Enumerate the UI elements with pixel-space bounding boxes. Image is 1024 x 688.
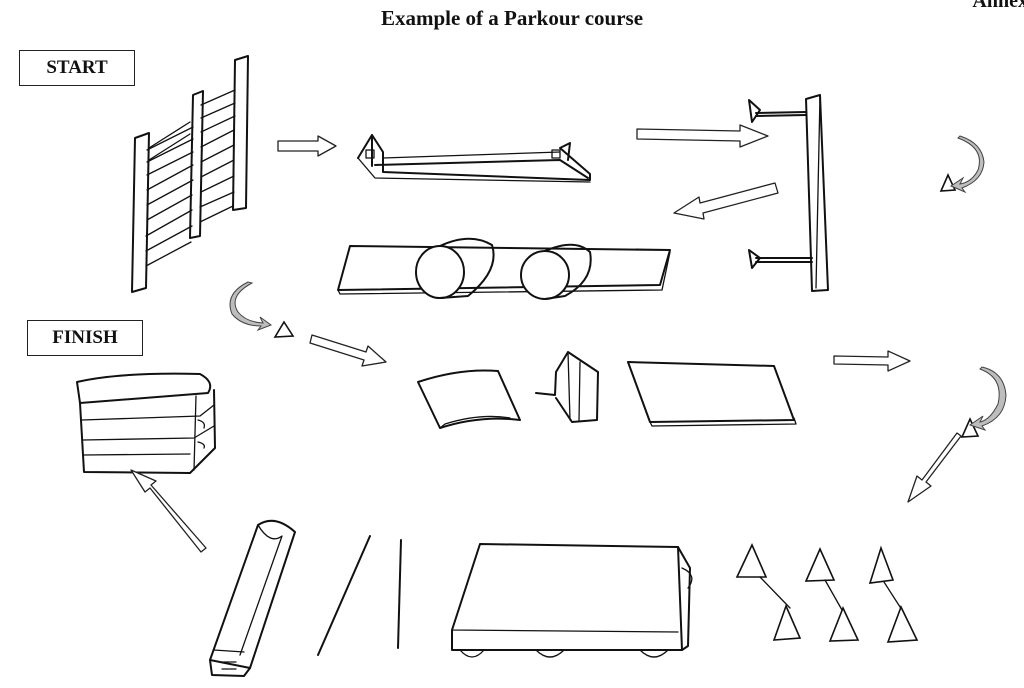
poles bbox=[317, 535, 402, 656]
course-arrows bbox=[130, 124, 962, 553]
turn-arrows bbox=[229, 135, 1007, 431]
start-label: START bbox=[19, 50, 135, 86]
balance-beam bbox=[357, 134, 591, 183]
flat-mat bbox=[627, 361, 797, 427]
bent-panel bbox=[535, 351, 599, 423]
page-title: Example of a Parkour course bbox=[380, 6, 644, 30]
bars-frame bbox=[748, 94, 829, 292]
inclined-bench bbox=[209, 519, 296, 677]
curved-mat bbox=[417, 369, 521, 429]
annex-label: Annex bbox=[972, 0, 1024, 12]
turn-cones bbox=[273, 173, 980, 438]
bench-with-rolls bbox=[337, 237, 671, 300]
finish-label: FINISH bbox=[27, 320, 143, 356]
large-mat bbox=[451, 543, 693, 658]
wall-bars bbox=[131, 55, 249, 293]
slalom-cones bbox=[735, 543, 919, 643]
vaulting-box bbox=[76, 372, 216, 474]
